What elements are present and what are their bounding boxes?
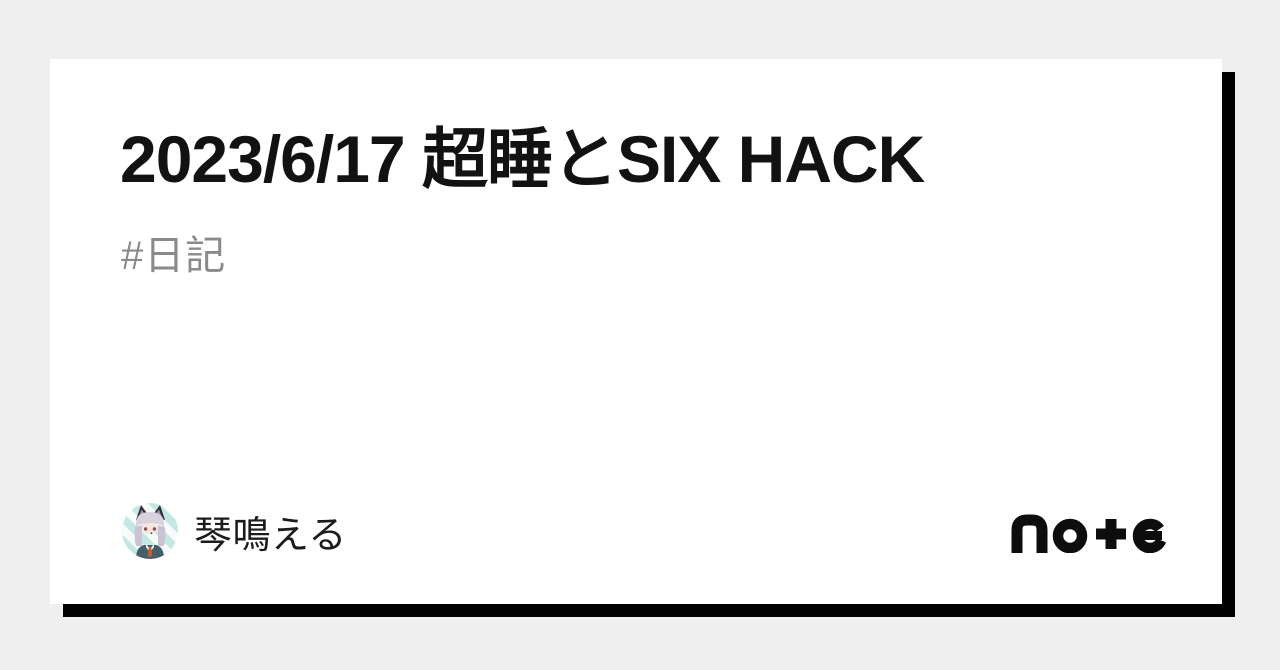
article-title: 2023/6/17 超睡とSIX HACK	[120, 122, 925, 196]
author-row: 琴鳴える	[122, 503, 347, 559]
note-logo: no+e	[1010, 513, 1168, 554]
article-hashtag: #日記	[121, 234, 227, 278]
article-card[interactable]: 2023/6/17 超睡とSIX HACK #日記	[50, 59, 1222, 604]
author-name: 琴鳴える	[194, 514, 347, 557]
note-logo-icon	[1011, 514, 1168, 554]
fox-girl-avatar-icon	[122, 503, 178, 559]
